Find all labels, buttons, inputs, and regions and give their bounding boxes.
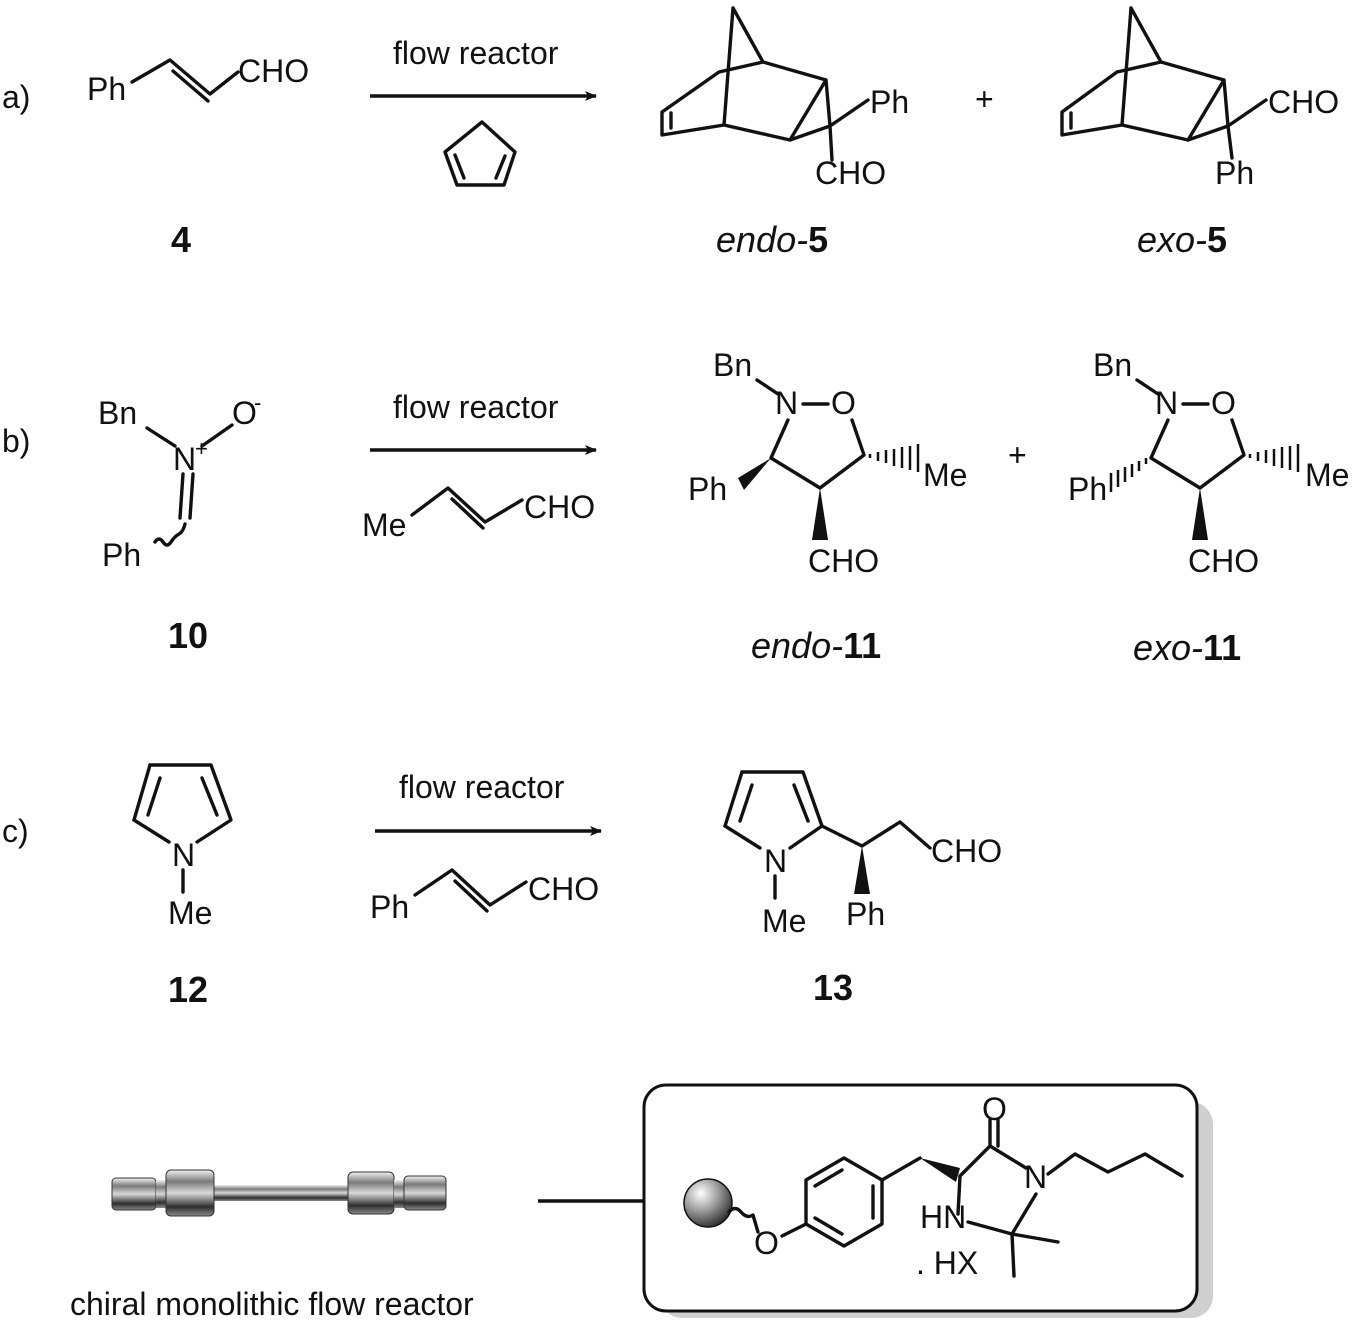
- exo-11-o-label: O: [1211, 385, 1236, 421]
- reagent-me-label: Me: [362, 507, 406, 543]
- exo-11-bn-label: Bn: [1093, 347, 1132, 383]
- ether-o-label: O: [754, 1225, 779, 1261]
- exo-5-cho-label: CHO: [1268, 84, 1339, 120]
- exo-5-ph-label: Ph: [1215, 155, 1254, 191]
- arrow-c-label: flow reactor: [399, 769, 565, 805]
- endo-5-ph-label: Ph: [870, 84, 909, 120]
- ring-hn-label: HN: [920, 1199, 966, 1235]
- endo-11-me-label: Me: [923, 457, 967, 493]
- plus-b: +: [1008, 437, 1027, 473]
- exo-11-structure: Bn N O Me Ph CHO exo-11: [1068, 347, 1349, 668]
- hashed-bond: [1248, 444, 1300, 472]
- nitrone-bn-label: Bn: [98, 395, 137, 431]
- cinnamaldehyde-4: Ph CHO 4: [87, 53, 309, 260]
- flow-reactor-illustration: [111, 1169, 447, 1217]
- wavy-bond: [153, 522, 187, 547]
- compound-number-10: 10: [168, 615, 208, 656]
- reactant-double-bond: [171, 69, 210, 103]
- compound-number-4: 4: [171, 219, 191, 260]
- endo-11-structure: Bn N O Me Ph CHO endo-11: [688, 347, 967, 666]
- endo-11-n-label: N: [775, 385, 798, 421]
- exo-11-ph-label: Ph: [1068, 471, 1107, 507]
- reagent-cho-label: CHO: [524, 489, 595, 525]
- reactant-ph-label: Ph: [87, 71, 126, 107]
- nitrone-n-label: N: [173, 441, 196, 477]
- endo-5-cho-label: CHO: [815, 155, 886, 191]
- arrow-b-label: flow reactor: [393, 389, 559, 425]
- endo-11-caption: endo-11: [751, 625, 881, 666]
- exo-5-caption: exo-5: [1137, 219, 1227, 260]
- nitrone-o-label: O: [232, 395, 257, 431]
- linker-wavy-bond: [727, 1206, 760, 1234]
- row-c: c) N Me 12 flow reactor Ph CHO N: [2, 763, 1002, 1010]
- reactor-caption: chiral monolithic flow reactor: [70, 1286, 474, 1322]
- reactant-chain-bonds: [130, 58, 240, 96]
- arrow-a-label: flow reactor: [393, 35, 559, 71]
- catalyst-box-frame: [642, 1083, 1199, 1313]
- exo-11-cho-label: CHO: [1188, 543, 1259, 579]
- reactant-cho-label: CHO: [238, 53, 309, 89]
- pyrrole-me-label: Me: [168, 895, 212, 931]
- nitrone-plus-charge: +: [195, 436, 208, 461]
- n-methylpyrrole-12: N Me 12: [132, 763, 233, 1010]
- pyrrole-n-label: N: [172, 837, 195, 873]
- row-a-label: a): [2, 79, 30, 115]
- hashed-bond: [868, 444, 920, 472]
- wedge-bond: [1192, 488, 1208, 540]
- ring-n-label: N: [1024, 1159, 1047, 1195]
- exo-5-structure: CHO Ph exo-5: [1060, 6, 1339, 260]
- wedge-bond: [854, 846, 870, 894]
- solid-support-bead: [683, 1178, 733, 1228]
- row-c-label: c): [2, 813, 29, 849]
- catalyst-box: O O N HN . HX: [642, 1083, 1213, 1318]
- wedge-bond: [812, 488, 828, 540]
- cyclopentadiene-reagent: [443, 120, 517, 187]
- plus-a: +: [975, 81, 994, 117]
- product-n-label: N: [764, 843, 787, 879]
- endo-11-o-label: O: [831, 385, 856, 421]
- nitrone-minus-charge: -: [254, 390, 261, 415]
- nitrone-10: Bn N + O - Ph 10: [98, 390, 261, 656]
- row-b-label: b): [2, 423, 30, 459]
- compound-number-12: 12: [168, 969, 208, 1010]
- product-me-label: Me: [762, 903, 806, 939]
- hashed-bond: [1109, 458, 1148, 492]
- reagent-ph-label: Ph: [370, 889, 409, 925]
- nitrone-ph-label: Ph: [102, 537, 141, 573]
- exo-11-caption: exo-11: [1133, 627, 1241, 668]
- cinnamaldehyde-reagent: Ph CHO: [370, 868, 599, 925]
- wedge-bond: [920, 1158, 960, 1182]
- endo-5-structure: Ph CHO endo-5: [660, 6, 909, 260]
- row-b: b) Bn N + O - Ph 10 flow reactor Me CHO …: [2, 347, 1349, 668]
- compound-number-13: 13: [813, 967, 853, 1008]
- endo-11-ph-label: Ph: [688, 471, 727, 507]
- product-cho-label: CHO: [931, 833, 1002, 869]
- row-a: a) Ph CHO 4 flow reactor Ph CHO endo-5: [2, 6, 1339, 260]
- product-ph-label: Ph: [846, 896, 885, 932]
- exo-11-me-label: Me: [1305, 457, 1349, 493]
- product-13-structure: N Me Ph CHO 13: [723, 770, 1002, 1008]
- carbonyl-o-label: O: [982, 1091, 1007, 1127]
- wedge-bond: [738, 458, 771, 490]
- endo-11-bn-label: Bn: [713, 347, 752, 383]
- reagent-cho-label: CHO: [528, 871, 599, 907]
- crotonaldehyde-reagent: Me CHO: [362, 486, 595, 543]
- salt-label: . HX: [916, 1245, 978, 1281]
- endo-5-caption: endo-5: [716, 219, 828, 260]
- exo-11-n-label: N: [1155, 385, 1178, 421]
- endo-11-cho-label: CHO: [808, 543, 879, 579]
